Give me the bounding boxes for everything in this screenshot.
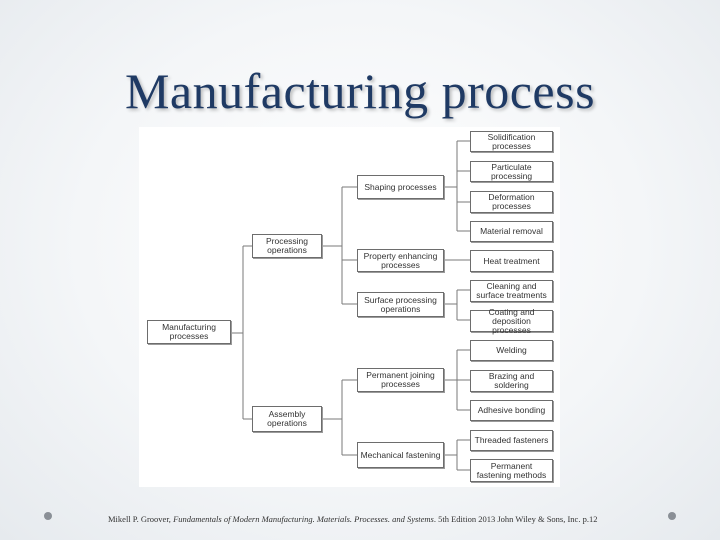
node-deformation-processes: Deformation processes xyxy=(470,191,553,213)
citation: Mikell P. Groover, Fundamentals of Moder… xyxy=(108,513,608,525)
citation-publisher: . 5th Edition 2013 John Wiley & Sons, In… xyxy=(433,514,598,524)
node-surface-processing-operations: Surface processing operations xyxy=(357,292,444,317)
node-processing-operations: Processing operations xyxy=(252,234,322,258)
right-nav-dot xyxy=(668,512,676,520)
node-welding: Welding xyxy=(470,340,553,361)
node-permanent-fastening-methods: Permanent fastening methods xyxy=(470,459,553,482)
process-tree-diagram: Manufacturing processes Processing opera… xyxy=(139,127,560,487)
node-brazing-and-soldering: Brazing and soldering xyxy=(470,370,553,392)
slide-title: Manufacturing process xyxy=(124,63,596,119)
node-mechanical-fastening: Mechanical fastening xyxy=(357,442,444,468)
node-material-removal: Material removal xyxy=(470,221,553,242)
node-assembly-operations: Assembly operations xyxy=(252,406,322,432)
node-manufacturing-processes: Manufacturing processes xyxy=(147,320,231,344)
node-permanent-joining-processes: Permanent joining processes xyxy=(357,368,444,392)
citation-author: Mikell P. Groover, xyxy=(108,514,174,524)
node-adhesive-bonding: Adhesive bonding xyxy=(470,400,553,421)
left-nav-dot xyxy=(44,512,52,520)
node-heat-treatment: Heat treatment xyxy=(470,250,553,272)
node-shaping-processes: Shaping processes xyxy=(357,175,444,199)
node-cleaning-and-surface-treatments: Cleaning and surface treatments xyxy=(470,280,553,302)
citation-book-title: Fundamentals of Modern Manufacturing. Ma… xyxy=(173,514,434,524)
node-coating-and-deposition-processes: Coating and deposition processes xyxy=(470,307,553,334)
connector-lines xyxy=(231,140,470,471)
node-property-enhancing-processes: Property enhancing processes xyxy=(357,249,444,272)
node-threaded-fasteners: Threaded fasteners xyxy=(470,430,553,451)
node-solidification-processes: Solidification processes xyxy=(470,131,553,152)
node-particulate-processing: Particulate processing xyxy=(470,161,553,182)
